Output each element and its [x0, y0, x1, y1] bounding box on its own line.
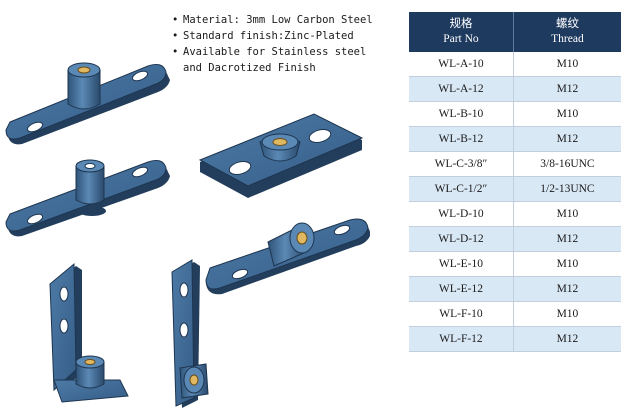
cell-part: WL-B-12	[409, 126, 514, 152]
feature-text-continued: and Dacrotized Finish	[183, 62, 316, 74]
part-b-mounting-plate	[5, 159, 170, 237]
cell-part: WL-E-12	[409, 276, 514, 302]
cell-thread: 3/8-16UNC	[513, 151, 621, 177]
cell-part: WL-E-10	[409, 251, 514, 277]
feature-finish: Standard finish:Zinc-Plated	[172, 28, 373, 44]
header-thread: 螺纹 Thread	[513, 12, 621, 52]
cell-part: WL-D-10	[409, 201, 514, 227]
cell-part: WL-F-12	[409, 326, 514, 352]
cell-thread: M12	[513, 226, 621, 252]
table-row: WL-C-3/8″3/8-16UNC	[409, 151, 621, 177]
feature-availability: Available for Stainless steel and Dacroti…	[172, 44, 373, 76]
cell-part: WL-C-3/8″	[409, 151, 514, 177]
spec-table-header: 规格 Part No 螺纹 Thread	[409, 12, 621, 52]
cell-part: WL-A-10	[409, 52, 514, 77]
header-thread-cn: 螺纹	[555, 18, 579, 30]
cell-part: WL-A-12	[409, 76, 514, 102]
cell-thread: M10	[513, 52, 621, 77]
header-thread-en: Thread	[551, 33, 584, 45]
feature-text: Standard finish:Zinc-Plated	[183, 30, 354, 42]
header-part-no-cn: 规格	[449, 18, 473, 30]
cell-thread: M12	[513, 126, 621, 152]
cell-thread: 1/2-13UNC	[513, 176, 621, 202]
table-row: WL-C-1/2″1/2-13UNC	[409, 176, 621, 202]
cell-thread: M12	[513, 76, 621, 102]
cell-thread: M10	[513, 201, 621, 227]
part-f-l-bracket	[171, 259, 209, 408]
cell-thread: M10	[513, 101, 621, 127]
feature-list: Material: 3mm Low Carbon Steel Standard …	[172, 12, 373, 76]
cell-part: WL-C-1/2″	[409, 176, 514, 202]
cell-part: WL-D-12	[409, 226, 514, 252]
cell-thread: M12	[513, 326, 621, 352]
feature-text: Available for Stainless steel	[183, 46, 367, 58]
cell-thread: M12	[513, 276, 621, 302]
part-d-side-nut-plate	[205, 218, 370, 295]
cell-part: WL-F-10	[409, 301, 514, 327]
cell-part: WL-B-10	[409, 101, 514, 127]
cell-thread: M10	[513, 251, 621, 277]
product-parts-illustration	[5, 62, 370, 408]
feature-material: Material: 3mm Low Carbon Steel	[172, 12, 373, 28]
part-e-l-bracket	[49, 262, 129, 403]
part-a-mounting-plate	[5, 62, 170, 145]
header-part-no-en: Part No	[443, 33, 479, 45]
header-part-no: 规格 Part No	[409, 12, 514, 52]
part-c-square-plate	[198, 113, 364, 198]
feature-text: Material: 3mm Low Carbon Steel	[183, 14, 373, 26]
cell-thread: M10	[513, 301, 621, 327]
